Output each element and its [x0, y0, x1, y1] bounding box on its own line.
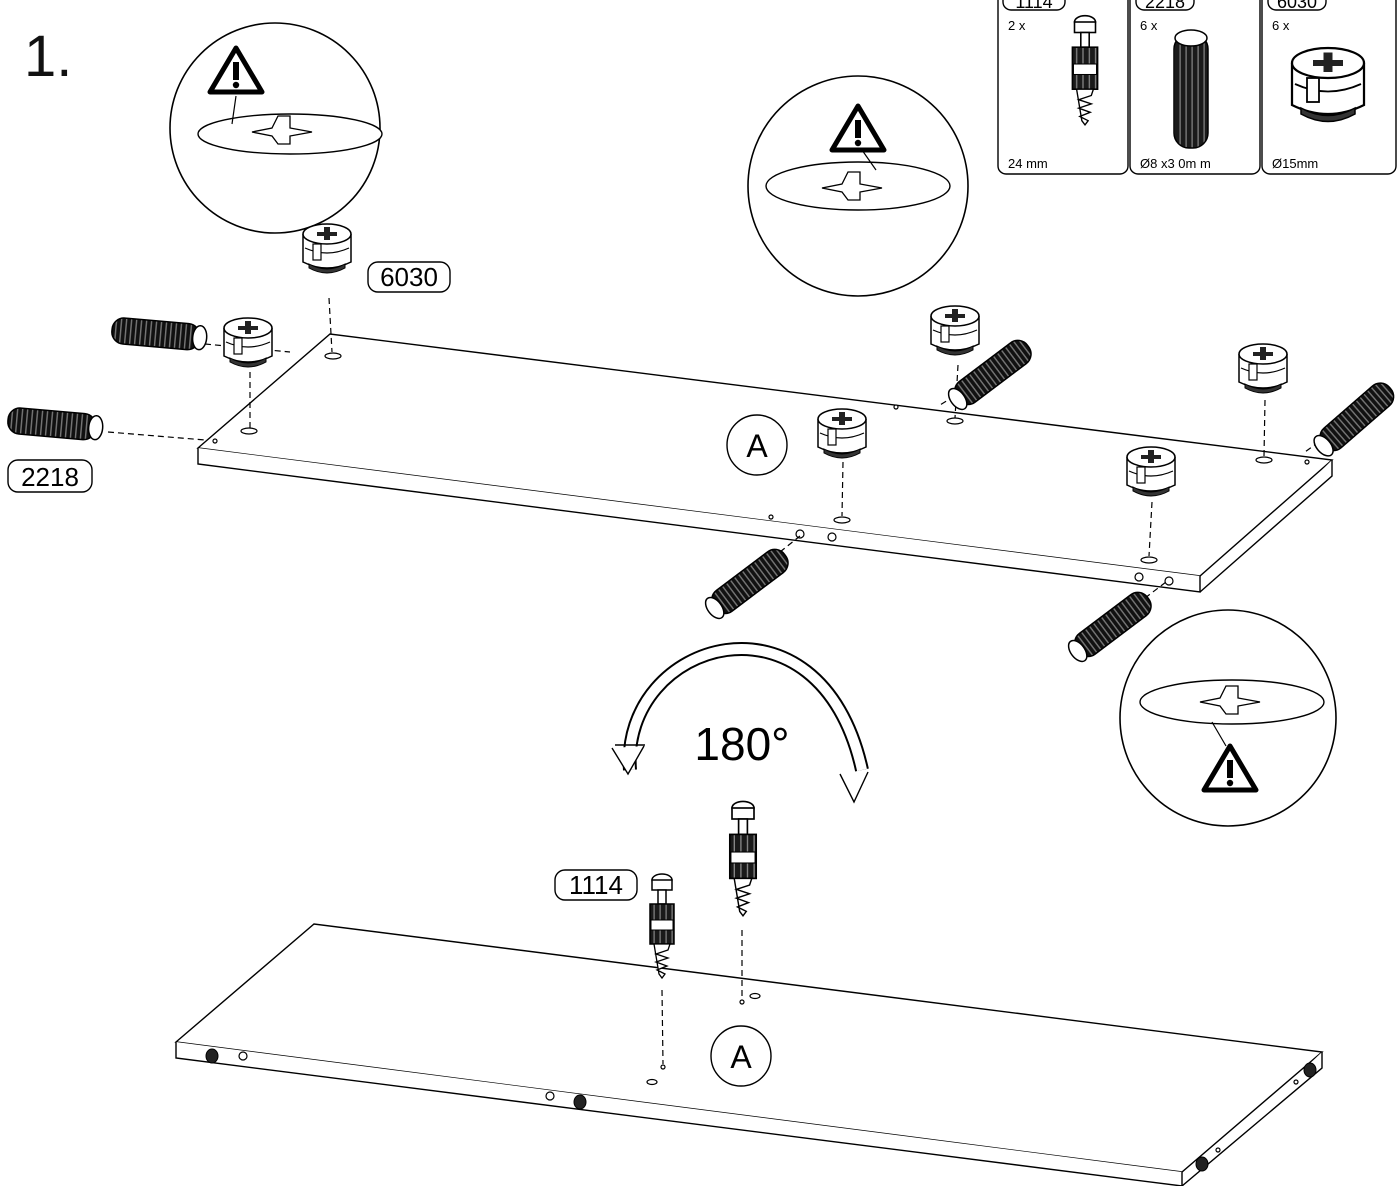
- part-size: Ø15mm: [1272, 156, 1318, 171]
- cam-lock-icon: [817, 408, 867, 459]
- cam-bolt-icon: [728, 800, 758, 917]
- step-number: 1.: [24, 24, 73, 89]
- dowel-icon: [6, 406, 105, 442]
- part-qty: 6 x: [1272, 18, 1290, 33]
- part-code: 2218: [1145, 0, 1185, 12]
- svg-text:A: A: [730, 1039, 752, 1075]
- svg-text:2218: 2218: [21, 462, 79, 492]
- part-qty: 6 x: [1140, 18, 1158, 33]
- part-code: 1114: [1015, 0, 1052, 12]
- detail-circle-top-left: [169, 22, 383, 234]
- rotation-label: 180°: [694, 718, 789, 770]
- detail-circle-top-middle: [747, 75, 969, 297]
- cam-bolt-icon: [649, 873, 675, 979]
- svg-text:1114: 1114: [569, 870, 623, 900]
- part-box-1114: 1114 2 x 24 mm: [997, 0, 1129, 175]
- part-size: 24 mm: [1008, 156, 1048, 171]
- cam-lock-icon: [1126, 446, 1176, 497]
- part-size: Ø8 x3 0m m: [1140, 156, 1211, 171]
- panel-label-bottom: A: [710, 1025, 772, 1087]
- dowel-icon: [1173, 29, 1209, 149]
- cam-lock-icon: [302, 223, 352, 274]
- dowel-icon: [110, 316, 209, 352]
- cam-lock-icon: [223, 317, 273, 368]
- dowel-icon: [700, 543, 794, 624]
- cam-lock-icon: [930, 305, 980, 356]
- callout-2218: 2218: [7, 459, 93, 493]
- callout-6030: 6030: [367, 261, 451, 293]
- callout-1114: 1114: [554, 869, 638, 901]
- rotate-arrow-icon: [611, 641, 869, 804]
- detail-circle-right: [1119, 609, 1337, 827]
- cam-lock-icon: [1238, 343, 1288, 394]
- part-box-2218: 2218 6 x Ø8 x3 0m m: [1129, 0, 1261, 175]
- cam-lock-icon: [1290, 46, 1366, 123]
- parts-legend: 1114 2 x 24 mm 2218 6 x Ø8 x3 0m m 6030 …: [997, 0, 1397, 175]
- svg-text:6030: 6030: [380, 262, 438, 292]
- part-qty: 2 x: [1008, 18, 1026, 33]
- dowel-icon: [1309, 377, 1399, 461]
- part-code: 6030: [1277, 0, 1317, 12]
- panel-label-top: A: [726, 414, 788, 476]
- svg-text:A: A: [746, 428, 768, 464]
- part-box-6030: 6030 6 x Ø15mm: [1261, 0, 1397, 175]
